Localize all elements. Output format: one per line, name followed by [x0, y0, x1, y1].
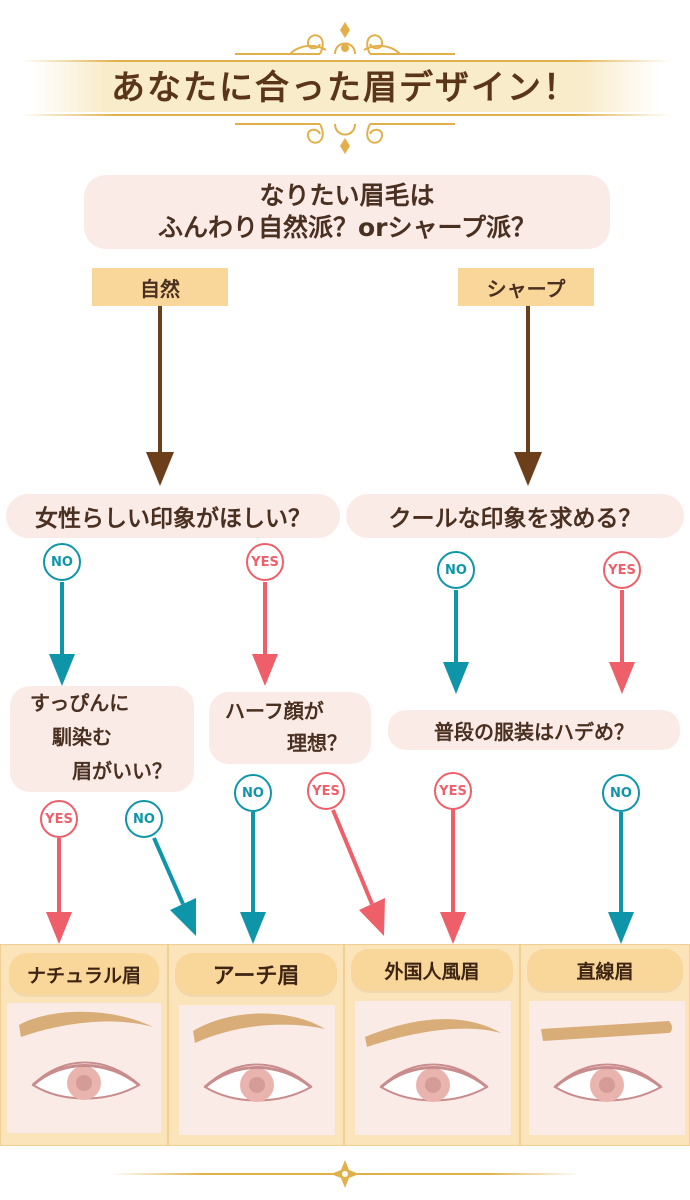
answer-no-badge: NO [437, 551, 475, 589]
question-2-left: 女性らしい印象がほしい？ [6, 494, 340, 538]
eye-icon [203, 1063, 313, 1102]
eyebrow-icon [19, 1011, 153, 1037]
result-label: 外国人風眉 [351, 949, 513, 991]
question-1-line1: なりたい眉毛は [259, 181, 435, 210]
answer-yes-badge: YES [40, 800, 78, 838]
question-3c: 普段の服装はハデめ？ [388, 710, 680, 750]
bottom-ornament-icon [235, 123, 455, 154]
eye-icon [553, 1063, 663, 1102]
answer-yes-badge: YES [434, 772, 472, 810]
footer-ornament-icon [331, 1160, 359, 1188]
answer-no-badge: NO [125, 800, 163, 838]
eye-icon [31, 1061, 141, 1100]
answer-yes-badge: YES [307, 772, 345, 810]
answer-yes-badge: YES [603, 551, 641, 589]
eyebrow-icon [541, 1021, 672, 1041]
result-image [355, 1001, 511, 1135]
result-image [529, 1001, 685, 1135]
question-3b-line1: ハーフ顔が [225, 699, 324, 723]
question-3a-line2: 馴染む [52, 725, 112, 749]
answer-no-badge: NO [43, 543, 81, 581]
eyebrow-icon [193, 1013, 325, 1043]
title-line-top [20, 60, 670, 62]
question-2-right: クールな印象を求める？ [346, 494, 684, 538]
title-line-bottom [20, 114, 670, 116]
branch-sharp: シャープ [458, 268, 594, 306]
result-label: 直線眉 [527, 949, 683, 991]
top-ornament-icon [235, 22, 455, 55]
question-3b-line2: 理想？ [287, 731, 347, 755]
result-card-arch: アーチ眉 [168, 944, 344, 1146]
question-3b: ハーフ顔が 理想？ [209, 692, 371, 764]
eye-icon [379, 1063, 489, 1102]
page-title: あなたに合った眉デザイン！ [111, 68, 579, 108]
result-card-natural: ナチュラル眉 [0, 944, 168, 1146]
question-3a-line3: 眉がいい？ [72, 759, 172, 783]
result-image [179, 1005, 335, 1135]
question-3a: すっぴんに 馴染む 眉がいい？ [10, 686, 194, 792]
result-card-foreign: 外国人風眉 [344, 944, 520, 1146]
question-1-line2: ふんわり自然派？orシャープ派？ [157, 213, 536, 242]
result-image [7, 1003, 161, 1133]
question-1: なりたい眉毛は ふんわり自然派？orシャープ派？ [84, 175, 610, 249]
result-label: ナチュラル眉 [9, 953, 159, 995]
result-label: アーチ眉 [175, 953, 337, 995]
title-band [30, 62, 660, 112]
answer-yes-badge: YES [246, 543, 284, 581]
question-3a-line1: すっぴんに [30, 691, 130, 715]
eyebrow-icon [365, 1019, 501, 1047]
answer-no-badge: NO [234, 774, 272, 812]
answer-no-badge: NO [602, 774, 640, 812]
result-card-straight: 直線眉 [520, 944, 690, 1146]
branch-natural: 自然 [92, 268, 228, 306]
